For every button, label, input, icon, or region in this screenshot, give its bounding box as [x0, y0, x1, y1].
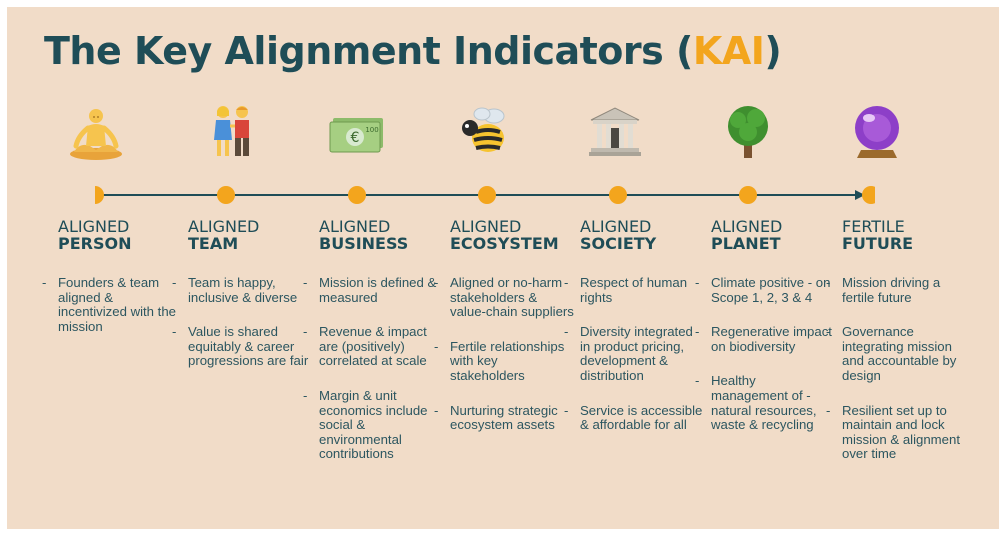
- column-heading-line2: ECOSYSTEM: [450, 234, 559, 253]
- timeline-dot: [95, 186, 104, 204]
- column-society: ALIGNED SOCIETY Respect of human rights …: [564, 217, 704, 432]
- timeline-dot: [739, 186, 757, 204]
- list-item: Founders & team aligned & incentivized w…: [42, 275, 182, 334]
- list-item: Margin & unit economics include social &…: [303, 388, 443, 462]
- crystal-ball-icon: [855, 106, 899, 158]
- title-main: The Key Alignment Indicators (: [44, 29, 693, 73]
- column-person: ALIGNED PERSON Founders & team aligned &…: [42, 217, 182, 334]
- column-heading-line1: FERTILE: [842, 217, 905, 236]
- list-item: Service is accessible & affordable for a…: [564, 403, 704, 433]
- column-heading-line1: ALIGNED: [188, 217, 260, 236]
- list-item: Mission driving a fertile future: [826, 275, 966, 305]
- column-heading-line1: ALIGNED: [319, 217, 391, 236]
- title-accent: KAI: [692, 29, 765, 73]
- column-business: ALIGNED BUSINESS Mission is defined & me…: [303, 217, 443, 461]
- column-team: ALIGNED TEAM Team is happy, inclusive & …: [172, 217, 312, 368]
- title-close: ): [764, 29, 782, 73]
- column-heading-line2: PERSON: [58, 234, 132, 253]
- list-item: Governance integrating mission and accou…: [826, 324, 966, 383]
- classical-building-icon: [589, 107, 641, 156]
- list-item: Regenerative impact on biodiversity: [695, 324, 835, 354]
- list-item: Team is happy, inclusive & diverse: [172, 275, 312, 305]
- list-item: Diversity integrated in product pricing,…: [564, 324, 704, 383]
- column-heading-line1: ALIGNED: [450, 217, 522, 236]
- list-item: Resilient set up to maintain and lock mi…: [826, 403, 966, 462]
- list-item: Respect of human rights: [564, 275, 704, 305]
- column-heading-line2: BUSINESS: [319, 234, 409, 253]
- column-heading-line2: TEAM: [188, 234, 239, 253]
- timeline: [95, 186, 875, 204]
- column-heading-line2: SOCIETY: [580, 234, 657, 253]
- timeline-dot: [217, 186, 235, 204]
- column-heading-line1: ALIGNED: [711, 217, 783, 236]
- meditating-person-icon: [70, 109, 122, 160]
- column-future: FERTILE FUTURE Mission driving a fertile…: [826, 217, 966, 461]
- column-heading-line2: PLANET: [711, 234, 781, 253]
- euro-banknotes-icon: € 100: [329, 118, 383, 153]
- tree-icon: [728, 106, 768, 158]
- timeline-dot: [862, 186, 875, 204]
- two-people-holding-hands-icon: [214, 106, 249, 156]
- column-heading-line1: ALIGNED: [580, 217, 652, 236]
- list-item: Nurturing strategic ecosystem assets: [434, 403, 574, 433]
- list-item: Value is shared equitably & career progr…: [172, 324, 312, 369]
- list-item: Healthy management of - natural resource…: [695, 374, 835, 432]
- column-heading-line1: ALIGNED: [58, 217, 130, 236]
- timeline-dot: [348, 186, 366, 204]
- list-item: Revenue & impact are (positively) correl…: [303, 324, 443, 369]
- svg-text:€: €: [351, 130, 360, 146]
- column-ecosystem: ALIGNED ECOSYSTEM Aligned or no-harm sta…: [434, 217, 574, 432]
- timeline-arrowhead: [855, 190, 865, 200]
- timeline-dot: [609, 186, 627, 204]
- list-item: Fertile relationships with key stakehold…: [434, 339, 574, 384]
- list-item: Climate positive - on Scope 1, 2, 3 & 4: [695, 275, 835, 305]
- list-item: Aligned or no-harm stakeholders & value-…: [434, 275, 574, 320]
- slide: The Key Alignment Indicators (KAI) € 100: [7, 7, 999, 529]
- column-heading-line2: FUTURE: [842, 234, 914, 253]
- bee-icon: [462, 107, 505, 152]
- timeline-dot: [478, 186, 496, 204]
- column-planet: ALIGNED PLANET Climate positive - on Sco…: [695, 217, 835, 432]
- page-title: The Key Alignment Indicators (KAI): [44, 29, 782, 73]
- svg-text:100: 100: [365, 126, 378, 134]
- list-item: Mission is defined & measured: [303, 275, 443, 305]
